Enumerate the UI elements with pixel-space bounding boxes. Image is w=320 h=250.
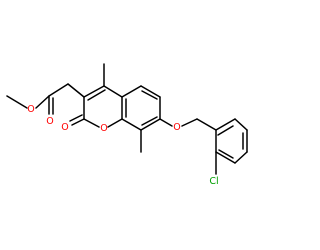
bond-c5-c6	[140, 85, 161, 98]
bond-c3-c4-double	[87, 89, 106, 101]
bond-c4a-c5	[121, 85, 142, 98]
structure-canvas: O O O O O Cl	[6, 63, 248, 187]
atom-label-o-ether: O	[173, 122, 180, 133]
bond-c2-oring	[83, 118, 100, 128]
bond-ph1-ph2	[215, 118, 236, 131]
bond-c3-c4	[83, 85, 105, 98]
bond-oring-c8a	[107, 118, 123, 128]
bond-ph5-ph6-double	[218, 149, 234, 159]
atom-label-cl: Cl	[209, 176, 218, 187]
bond-c5-c6-double	[141, 90, 158, 100]
atom-label-o-ester-carbonyl: O	[46, 116, 53, 127]
atom-label-o-ring: O	[100, 123, 107, 134]
bond-ch2-ph1	[196, 118, 217, 131]
atom-label-o-methoxy: O	[27, 104, 34, 115]
atom-label-o-lactone-carbonyl: O	[61, 122, 68, 133]
bond-ph1-ph2-double	[217, 125, 234, 136]
bond-ph4-ph5	[234, 151, 248, 164]
bond-c7-c8-double	[141, 116, 158, 126]
bond-methyl-omethoxy	[6, 95, 28, 109]
bond-ch2-c3	[67, 83, 85, 98]
bond-c8-c8a	[121, 118, 142, 131]
bond-esterc-ch2	[48, 83, 69, 97]
bond-c2-olactone-double	[69, 114, 83, 122]
bond-ph2-ph3	[234, 118, 248, 131]
bond-ph5-ph6	[215, 151, 236, 164]
bond-c7-c8	[140, 118, 161, 131]
bond-oether-ch2	[181, 118, 198, 127]
bond-c2-olactone	[71, 118, 85, 126]
bond-omethoxy-esterc	[35, 95, 50, 109]
bond-c7-oether	[159, 118, 173, 127]
bond-c4-c4a	[103, 85, 123, 98]
molecule-structure: O O O O O Cl	[6, 63, 248, 187]
